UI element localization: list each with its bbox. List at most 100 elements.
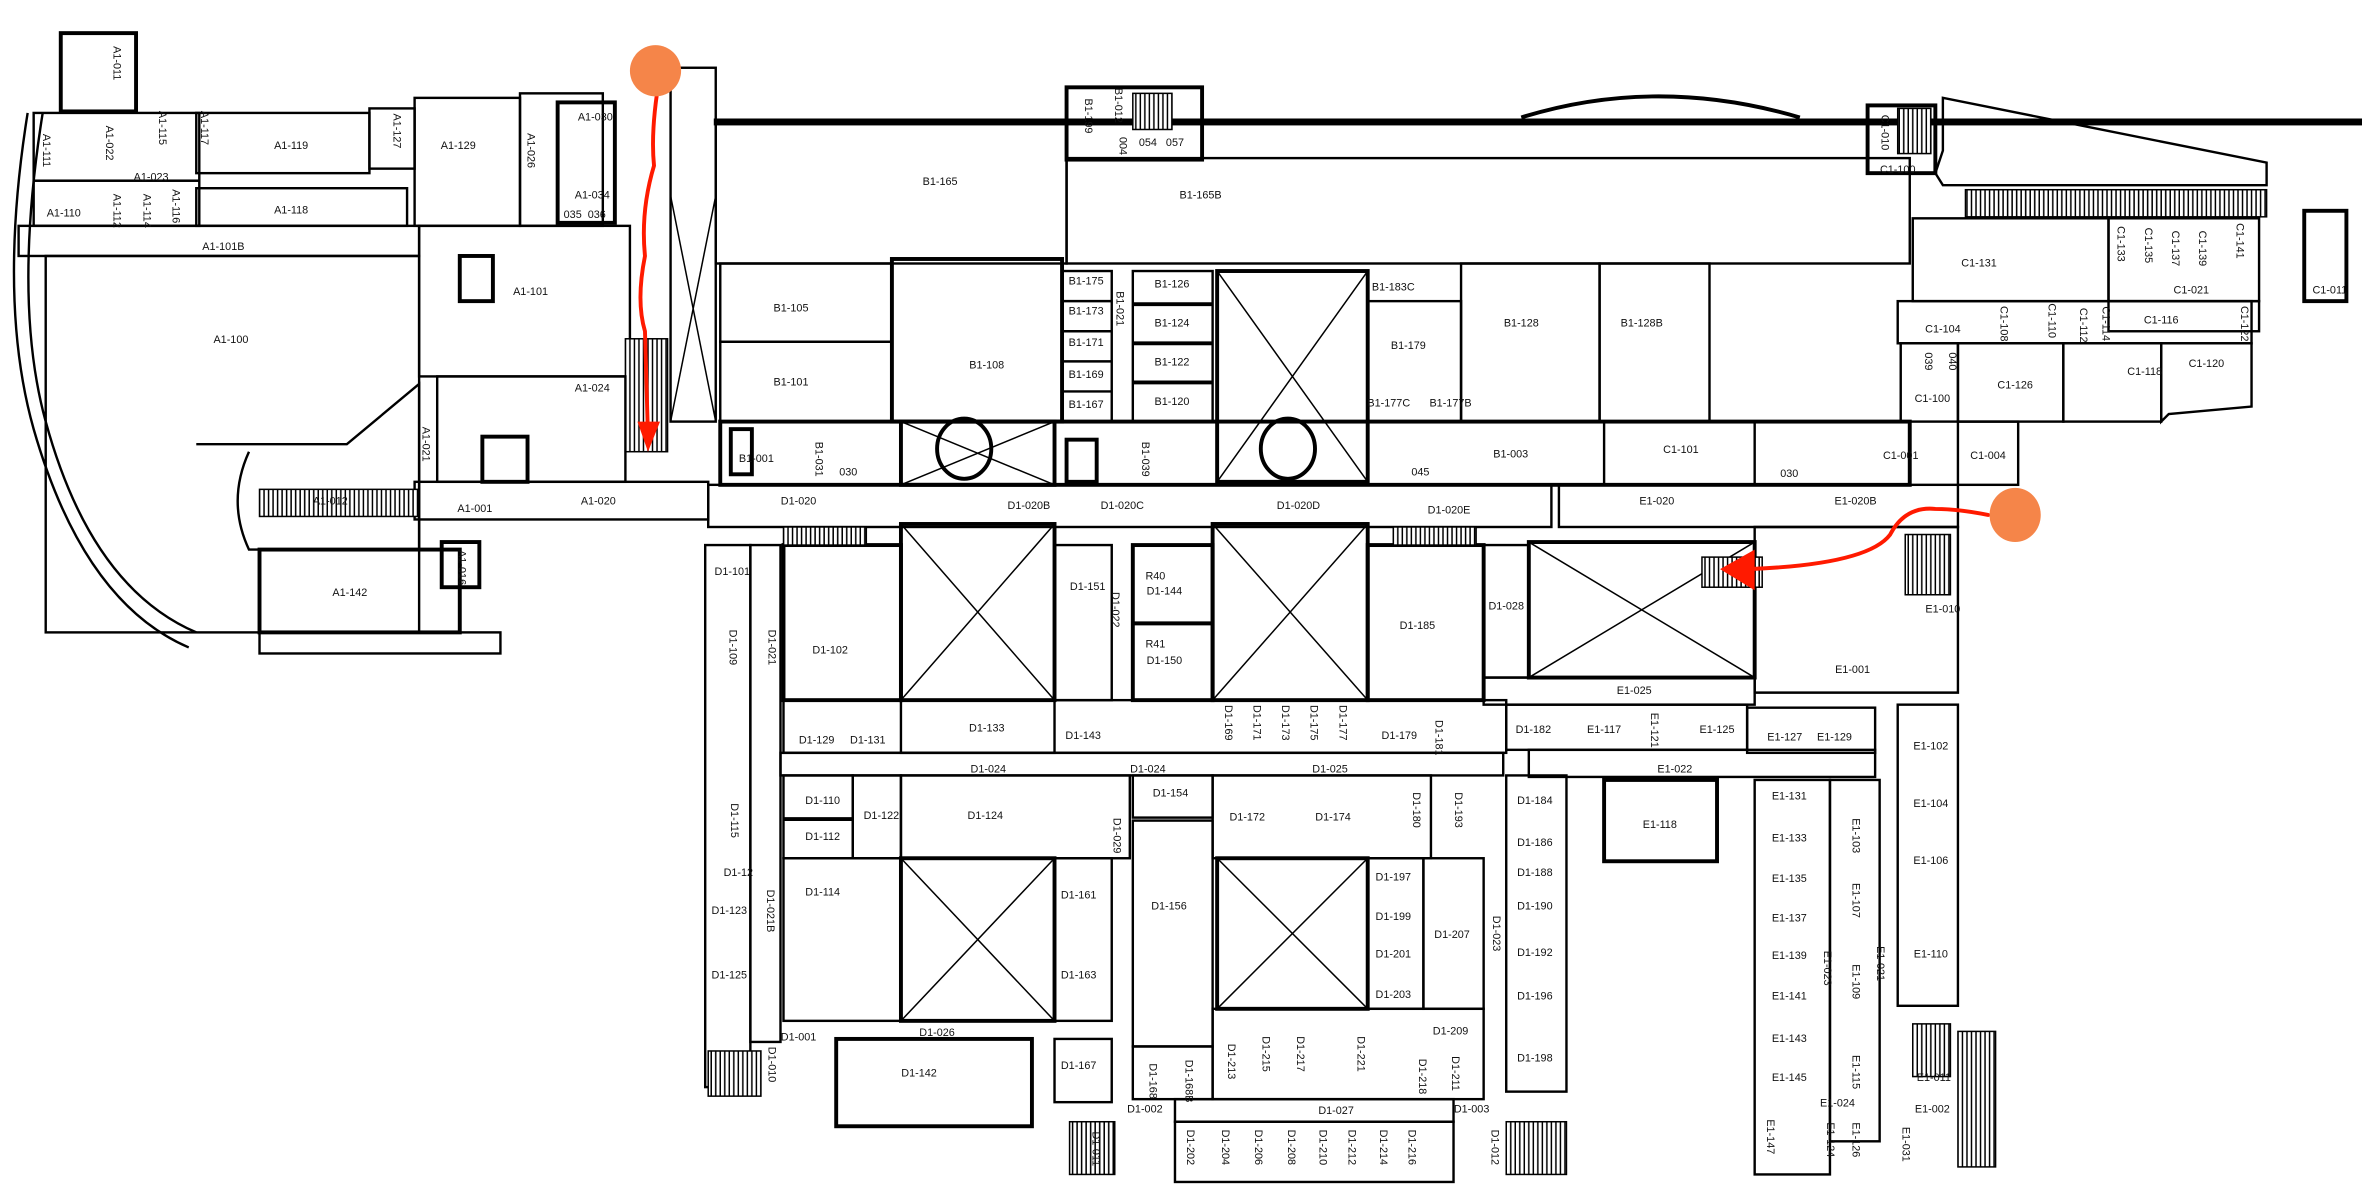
room-label-wing-d: D1-185 xyxy=(1400,620,1436,632)
room-label-wing-a: A1-011 xyxy=(111,46,123,80)
room-label-wing-b: B1-122 xyxy=(1155,357,1190,369)
room-label-wing-a: A1-116 xyxy=(169,189,181,223)
room-label-wing-e: E1-107 xyxy=(1850,883,1862,918)
room-label-wing-b: B1-101 xyxy=(774,376,809,388)
route-end-marker xyxy=(1989,487,2041,543)
room-label-wing-d: D1-177 xyxy=(1336,705,1348,741)
room-label-wing-d: D1-211 xyxy=(1449,1056,1461,1091)
route-start-marker xyxy=(629,45,682,97)
room-label-wing-c: 040 xyxy=(1946,352,1958,370)
room-label-wing-a: A1-129 xyxy=(441,140,476,152)
walls-wing-d xyxy=(703,483,1568,1184)
room-label-wing-d: D1-175 xyxy=(1308,705,1320,741)
room-label-wing-d: D1-025 xyxy=(1312,763,1348,775)
room-label-wing-a: A1-026 xyxy=(525,133,537,168)
room-label-wing-b: B1-031 xyxy=(812,442,824,477)
room-label-wing-e: E1-025 xyxy=(1617,685,1652,697)
room-label-wing-d: D1-198 xyxy=(1517,1052,1553,1064)
room-label-wing-d: D1-193 xyxy=(1452,792,1464,828)
room-label-wing-d: D1-188 xyxy=(1517,867,1553,879)
room-label-wing-b: B1-012 xyxy=(1112,88,1124,123)
room-label-wing-e: E1-147 xyxy=(1764,1119,1776,1154)
room-label-wing-b: B1-167 xyxy=(1069,399,1104,411)
room-label-wing-d: D1-027 xyxy=(1318,1105,1354,1117)
room-label-wing-d: D1-181 xyxy=(1433,720,1445,756)
room-label-wing-e: E1-137 xyxy=(1772,912,1807,924)
room-label-wing-d: D1-169 xyxy=(1222,705,1234,741)
room-label-wing-e: E1-141 xyxy=(1772,991,1807,1003)
room-label-wing-d: D1-144 xyxy=(1147,586,1183,598)
room-label-wing-b: B1-175 xyxy=(1069,275,1104,287)
room-label-wing-c: C1-116 xyxy=(2144,315,2179,327)
room-label-wing-d: D1-024 xyxy=(1130,763,1166,775)
room-label-wing-c: C1-122 xyxy=(2238,306,2250,342)
room-label-wing-d: D1-154 xyxy=(1153,787,1189,799)
room-label-wing-d: D1-192 xyxy=(1517,947,1553,959)
room-label-wing-b: B1-183C xyxy=(1372,281,1415,293)
room-label-wing-e: E1-102 xyxy=(1913,741,1948,753)
room-label-wing-c: C1-100 xyxy=(1915,393,1951,405)
room-label-wing-d: D1-174 xyxy=(1315,811,1351,823)
room-label-wing-a: A1-012 xyxy=(313,495,348,507)
room-label-wing-a: 036 xyxy=(588,209,606,221)
room-label-wing-c: C1-137 xyxy=(2169,231,2181,267)
room-label-wing-b: B1-128B xyxy=(1621,318,1663,330)
room-label-wing-c: 039 xyxy=(1922,352,1934,370)
room-label-wing-d: D1-217 xyxy=(1294,1036,1306,1072)
room-label-wing-d: D1-207 xyxy=(1434,929,1470,941)
room-label-wing-b: B1-039 xyxy=(1139,442,1151,477)
room-label-wing-d: D1-001 xyxy=(781,1031,817,1043)
route-path-north xyxy=(638,91,659,439)
room-label-wing-e: E1-124 xyxy=(1824,1122,1836,1157)
room-label-wing-d: D1-110 xyxy=(805,795,840,807)
room-label-wing-a: A1-101 xyxy=(513,286,548,298)
room-label-wing-a: A1-022 xyxy=(103,126,115,161)
room-label-wing-c: C1-112 xyxy=(2077,308,2089,343)
room-label-wing-a: A1-001 xyxy=(457,503,492,515)
room-label-wing-e: E1-103 xyxy=(1850,818,1862,853)
room-label-wing-a: A1-020 xyxy=(581,495,616,507)
room-label-wing-e: E1-002 xyxy=(1915,1104,1950,1116)
room-label-wing-b: 054 xyxy=(1139,137,1157,149)
walls-wing-a xyxy=(12,31,717,655)
room-label-wing-b: B1-128 xyxy=(1504,318,1539,330)
room-label-wing-d: D1-012 xyxy=(1488,1130,1500,1166)
room-label-wing-d: D1-215 xyxy=(1259,1036,1271,1072)
room-label-wing-d: D1-151 xyxy=(1070,581,1106,593)
room-label-wing-d: D1-168B xyxy=(1183,1060,1195,1103)
room-label-wing-a: A1-110 xyxy=(47,208,81,220)
room-label-wing-a: A1-142 xyxy=(332,587,367,599)
room-label-wing-d: D1-020C xyxy=(1101,500,1145,512)
room-label-wing-b: B1-108 xyxy=(969,360,1004,372)
room-label-wing-d: D1-216 xyxy=(1406,1130,1418,1166)
room-label-wing-d: R40 xyxy=(1145,571,1165,583)
room-label-wing-c: C1-133 xyxy=(2115,226,2127,262)
room-label-wing-b: 004 xyxy=(1116,137,1128,155)
room-label-wing-d: D1-022 xyxy=(1109,592,1121,628)
room-label-wing-c: C1-021 xyxy=(2174,284,2210,296)
room-label-wing-d: D1-143 xyxy=(1065,730,1101,742)
room-label-wing-e: E1-109 xyxy=(1850,964,1862,999)
room-label-wing-a: A1-117 xyxy=(198,111,210,145)
room-label-wing-b: 057 xyxy=(1166,137,1184,149)
room-label-wing-e: D1-182 xyxy=(1516,724,1552,736)
room-label-wing-b: B1-165 xyxy=(923,176,958,188)
room-label-wing-d: D1-129 xyxy=(799,735,835,747)
room-label-wing-d: D1-210 xyxy=(1317,1130,1329,1166)
room-label-wing-c: C1-141 xyxy=(2234,223,2246,259)
route-path-east xyxy=(1745,506,1991,572)
room-label-wing-b: B1-171 xyxy=(1069,337,1104,349)
room-label-wing-e: E1-129 xyxy=(1817,732,1852,744)
route-arrowhead-east xyxy=(1720,549,1755,591)
room-label-wing-e: E1-110 xyxy=(1914,948,1948,960)
walls-wing-b xyxy=(713,85,2362,487)
room-label-wing-c: C1-100 xyxy=(1880,164,1916,176)
room-label-wing-e: E1-021 xyxy=(1874,946,1886,981)
room-label-wing-a: A1-118 xyxy=(274,205,308,217)
room-label-wing-a: A1-115 xyxy=(156,111,168,145)
room-label-wing-d: D1-101 xyxy=(715,566,751,578)
room-label-wing-d: D1-12 xyxy=(724,867,754,879)
room-label-wing-a: A1-100 xyxy=(213,334,248,346)
room-label-wing-b: B1-177C xyxy=(1367,397,1410,409)
room-label-wing-b: B1-105 xyxy=(774,303,809,315)
